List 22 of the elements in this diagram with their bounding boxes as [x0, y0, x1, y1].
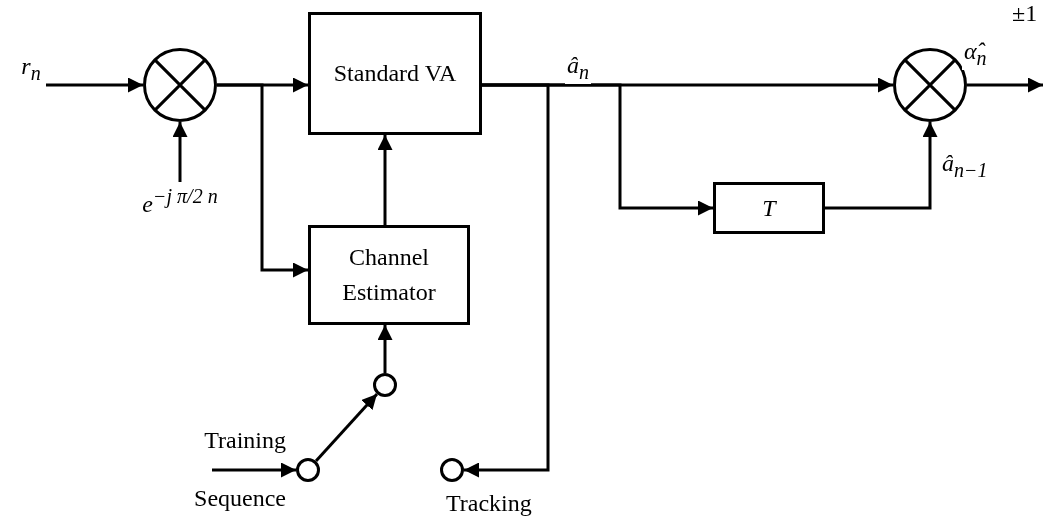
- arrow: [314, 393, 379, 462]
- arrow: [46, 77, 143, 93]
- signal-label: r$_{n}$: [21, 52, 41, 86]
- arrow: [825, 122, 938, 210]
- input-label: Training Sequence: [193, 426, 286, 513]
- arrow: [464, 83, 550, 478]
- arrow: [217, 83, 308, 278]
- arrow: [172, 122, 188, 182]
- switch-contact: [373, 373, 397, 397]
- input-label: Tracking: [446, 489, 533, 518]
- multiplier-symbol: [143, 48, 217, 122]
- process-box: [713, 182, 825, 234]
- arrow: [377, 325, 393, 373]
- block-label: T: [762, 193, 776, 223]
- arrow: [967, 77, 1043, 93]
- arrow: [377, 135, 393, 225]
- process-box: [308, 225, 470, 325]
- signal-label: e$^{−j π/2 n}$: [142, 184, 218, 220]
- arrow: [212, 462, 296, 478]
- block-label: Channel Estimator: [341, 243, 437, 307]
- process-box: [308, 12, 482, 135]
- block-label: Standard VA: [333, 59, 457, 89]
